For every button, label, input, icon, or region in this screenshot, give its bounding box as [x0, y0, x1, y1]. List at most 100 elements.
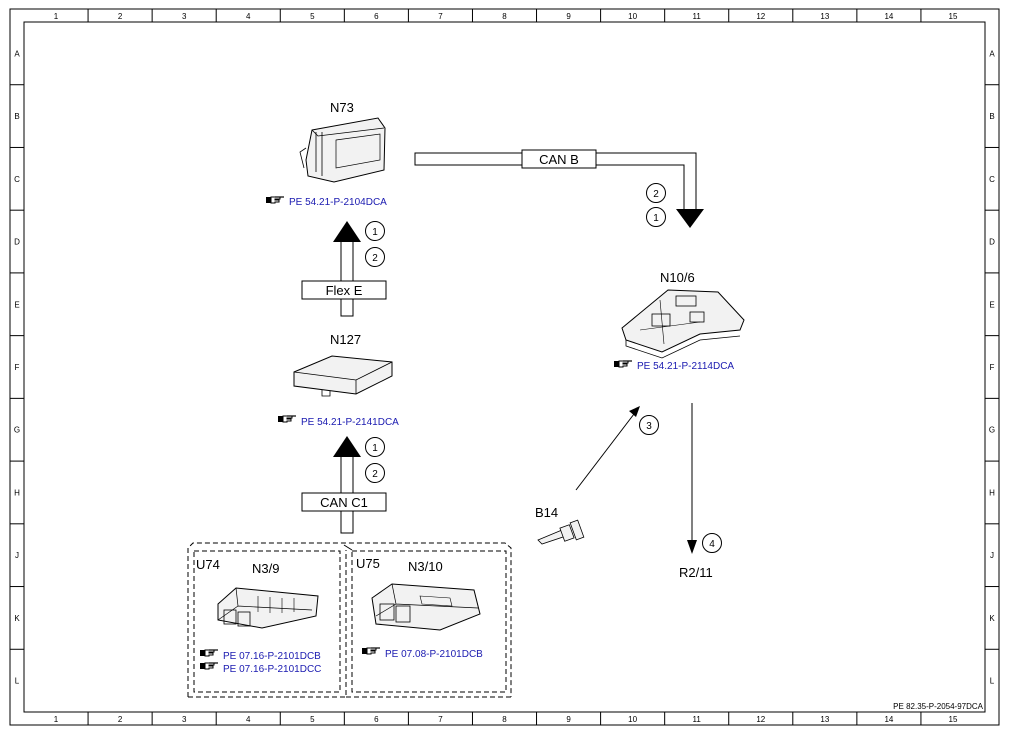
can-b-label-box: [521, 149, 597, 169]
r2-11-signal-arrow: 4: [687, 403, 722, 554]
n3-10-label: N3/10: [408, 559, 443, 574]
b14-sensor[interactable]: B14: [535, 505, 585, 545]
step-number: 2: [372, 469, 378, 480]
grid-row-letter: H: [14, 488, 20, 497]
step-circle: [365, 437, 385, 457]
u74-group-label: U74: [196, 557, 220, 572]
grid-column-number: 3: [182, 12, 187, 21]
n127-module[interactable]: N127 PE 54.21-P-2141DCA: [277, 332, 399, 428]
n3-9-label: N3/9: [252, 561, 279, 576]
can-c1-label: CAN C1: [320, 495, 368, 510]
grid-row-letter: F: [990, 363, 995, 372]
grid-column-number: 8: [502, 12, 507, 21]
u75-group-box: [351, 550, 507, 693]
grid-column-number: 12: [756, 715, 765, 724]
b14-signal-arrow: 3: [575, 406, 659, 491]
manual-reference-icon: [277, 415, 297, 423]
grid-column-number: 2: [118, 715, 123, 724]
n73-reference-link[interactable]: PE 54.21-P-2104DCA: [289, 197, 387, 208]
flex-e-bus: Flex E 1 2: [301, 221, 387, 317]
n127-reference-link[interactable]: PE 54.21-P-2141DCA: [301, 417, 399, 428]
n127-module-image: [293, 355, 393, 397]
step-number: 4: [709, 539, 715, 550]
step-circle: [646, 207, 666, 227]
grid-row-letter: E: [14, 300, 19, 309]
grid-row-letter: L: [990, 677, 995, 686]
can-b-arrowhead: [676, 209, 704, 228]
n3-10-reference-link[interactable]: PE 07.08-P-2101DCB: [385, 649, 483, 660]
n73-module-image: [299, 117, 386, 183]
u74-group-box: [193, 550, 341, 693]
grid-column-number: 15: [949, 12, 958, 21]
grid-column-number: 8: [502, 715, 507, 724]
step-number: 2: [653, 189, 659, 200]
step-number: 1: [653, 213, 659, 224]
grid-column-number: 1: [54, 715, 59, 724]
grid-column-number: 10: [628, 715, 637, 724]
grid-row-letter: G: [14, 426, 20, 435]
n3-9-reference-link-1[interactable]: PE 07.16-P-2101DCB: [223, 651, 321, 662]
grid-column-number: 12: [756, 12, 765, 21]
n10-6-module[interactable]: N10/6 PE 54.21-P-2114DCA: [613, 270, 745, 372]
grid-row-letter: K: [989, 614, 995, 623]
grid-column-number: 2: [118, 12, 123, 21]
grid-column-number: 14: [884, 715, 893, 724]
document-reference: PE 82.35-P-2054-97DCA: [893, 702, 983, 711]
grid-column-number: 5: [310, 12, 315, 21]
step-number: 1: [372, 227, 378, 238]
can-b-bus: CAN B 2 1: [414, 149, 704, 228]
can-b-label: CAN B: [539, 152, 579, 167]
flex-e-label: Flex E: [326, 283, 363, 298]
grid-row-letter: A: [14, 49, 20, 58]
grid-column-number: 7: [438, 12, 443, 21]
n73-label: N73: [330, 100, 354, 115]
manual-reference-icon: [199, 649, 219, 657]
grid-row-letter: F: [15, 363, 20, 372]
grid-row-letter: J: [15, 551, 19, 560]
grid-row-letter: H: [989, 488, 995, 497]
grid-row-letter: E: [989, 300, 994, 309]
grid-column-number: 5: [310, 715, 315, 724]
n3-10-module-image: [371, 583, 481, 631]
grid-column-number: 13: [820, 715, 829, 724]
grid-row-letter: B: [989, 112, 994, 121]
grid-row-letter: D: [989, 238, 995, 247]
grid-column-number: 6: [374, 12, 379, 21]
step-circle: [365, 463, 385, 483]
n10-6-label: N10/6: [660, 270, 695, 285]
step-number: 2: [372, 253, 378, 264]
step-number: 3: [646, 421, 652, 432]
step-circle: [639, 415, 659, 435]
n3-9-reference-link-2[interactable]: PE 07.16-P-2101DCC: [223, 664, 321, 675]
n10-6-reference-link[interactable]: PE 54.21-P-2114DCA: [637, 361, 734, 372]
flex-e-label-box: [301, 280, 387, 300]
u74-n3-9-module[interactable]: U74 N3/9 PE 07.16-P-2101DCB PE 07.16-P-2…: [196, 557, 321, 675]
step-circle: [365, 247, 385, 267]
manual-reference-icon: [613, 360, 633, 368]
r2-11-label[interactable]: R2/11: [679, 565, 713, 580]
grid-row-letter: B: [14, 112, 19, 121]
grid-column-number: 7: [438, 715, 443, 724]
grid-column-number: 10: [628, 12, 637, 21]
grid-column-number: 9: [566, 12, 571, 21]
step-circle: [702, 533, 722, 553]
grid-column-number: 14: [884, 12, 893, 21]
step-number: 1: [372, 443, 378, 454]
grid-row-letter: K: [14, 614, 20, 623]
grid-column-number: 6: [374, 715, 379, 724]
grid-column-number: 4: [246, 715, 251, 724]
n73-module[interactable]: N73 PE 54.21-P-2104DCA: [265, 100, 387, 208]
u75-n3-10-module[interactable]: U75 N3/10 PE 07.08-P-2101DCB: [356, 556, 483, 660]
grid-row-letter: A: [989, 49, 995, 58]
manual-reference-icon: [361, 647, 381, 655]
grid-row-letter: C: [989, 175, 995, 184]
grid-column-number: 15: [949, 715, 958, 724]
u75-group-label: U75: [356, 556, 380, 571]
can-c1-label-box: [301, 492, 387, 512]
grid-column-number: 13: [820, 12, 829, 21]
can-c1-arrowhead: [333, 436, 361, 457]
